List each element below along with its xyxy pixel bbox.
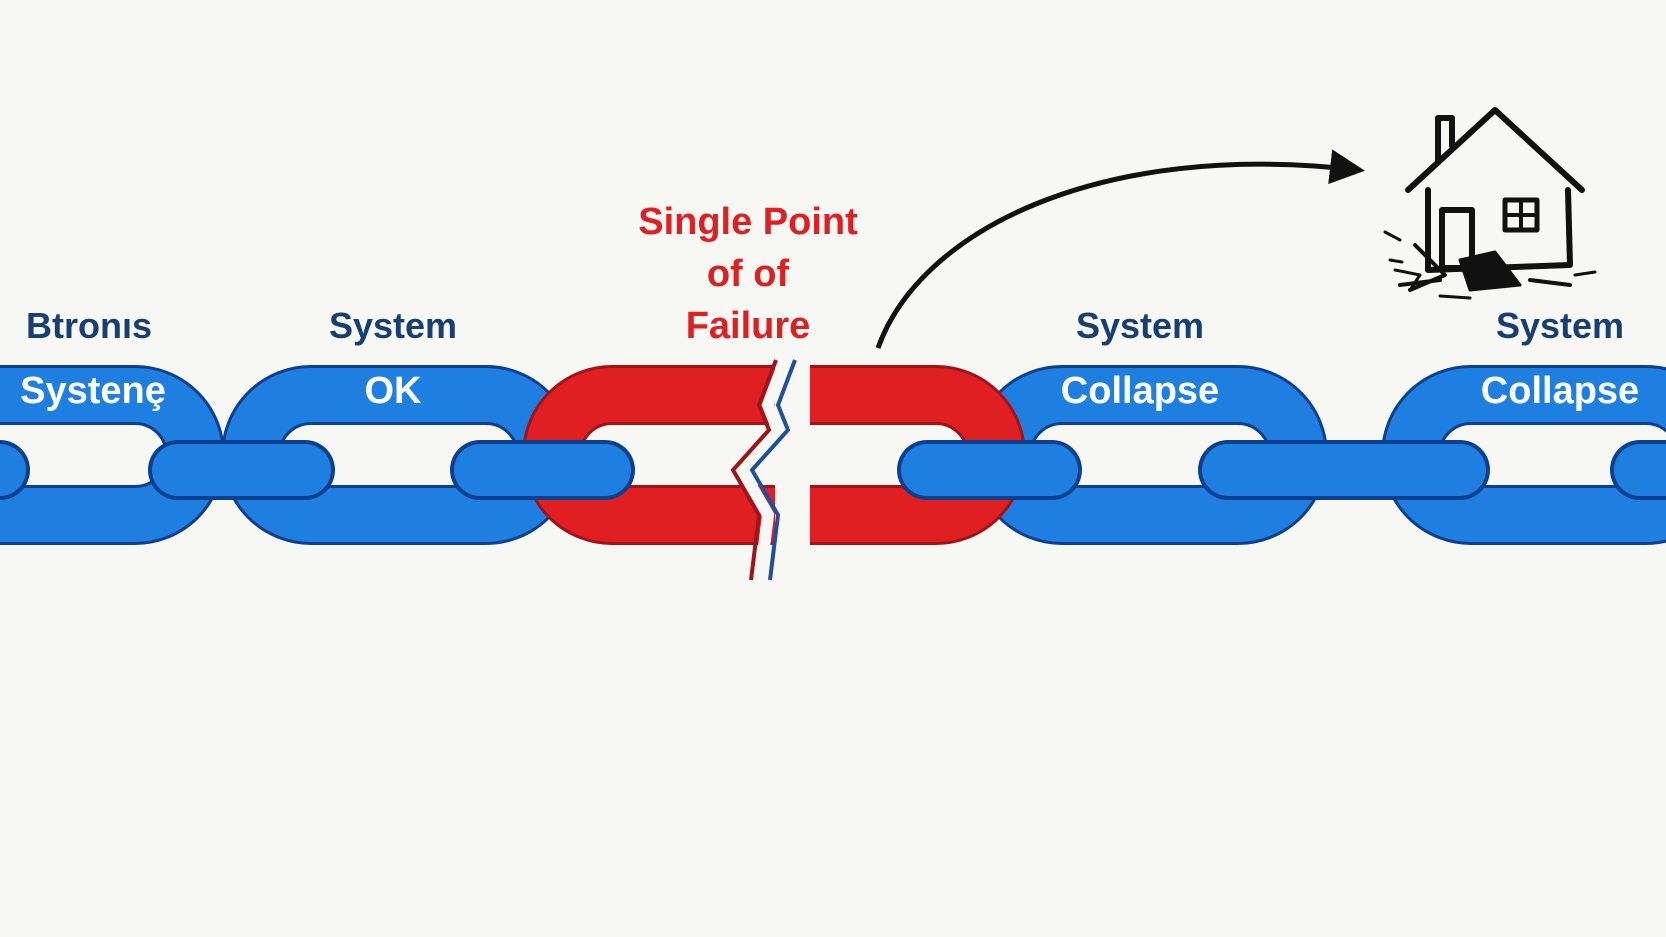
- link-2-top-label: System: [328, 305, 458, 346]
- failure-label-line-3: Failure: [685, 305, 811, 347]
- link-1-inner-label: Systenȩ: [20, 370, 166, 412]
- collapsing-house-icon: [1383, 107, 1597, 300]
- crack-icon: [730, 357, 797, 581]
- curved-arrow-icon: [875, 149, 1365, 349]
- link-4-top-label: System: [1075, 305, 1205, 346]
- failure-label-line-2: of of: [706, 253, 790, 295]
- failure-label-line-1: Single Point: [638, 201, 858, 243]
- link-4-inner-label: Collapse: [1060, 370, 1220, 412]
- failure-label: Single Point of of Failure: [638, 196, 858, 352]
- link-5-inner-label: Collapse: [1480, 370, 1640, 412]
- link-1-top-label: Btronıs: [26, 305, 152, 346]
- link-5-top-label: System: [1495, 305, 1625, 346]
- link-2-inner-label: OK: [364, 370, 422, 412]
